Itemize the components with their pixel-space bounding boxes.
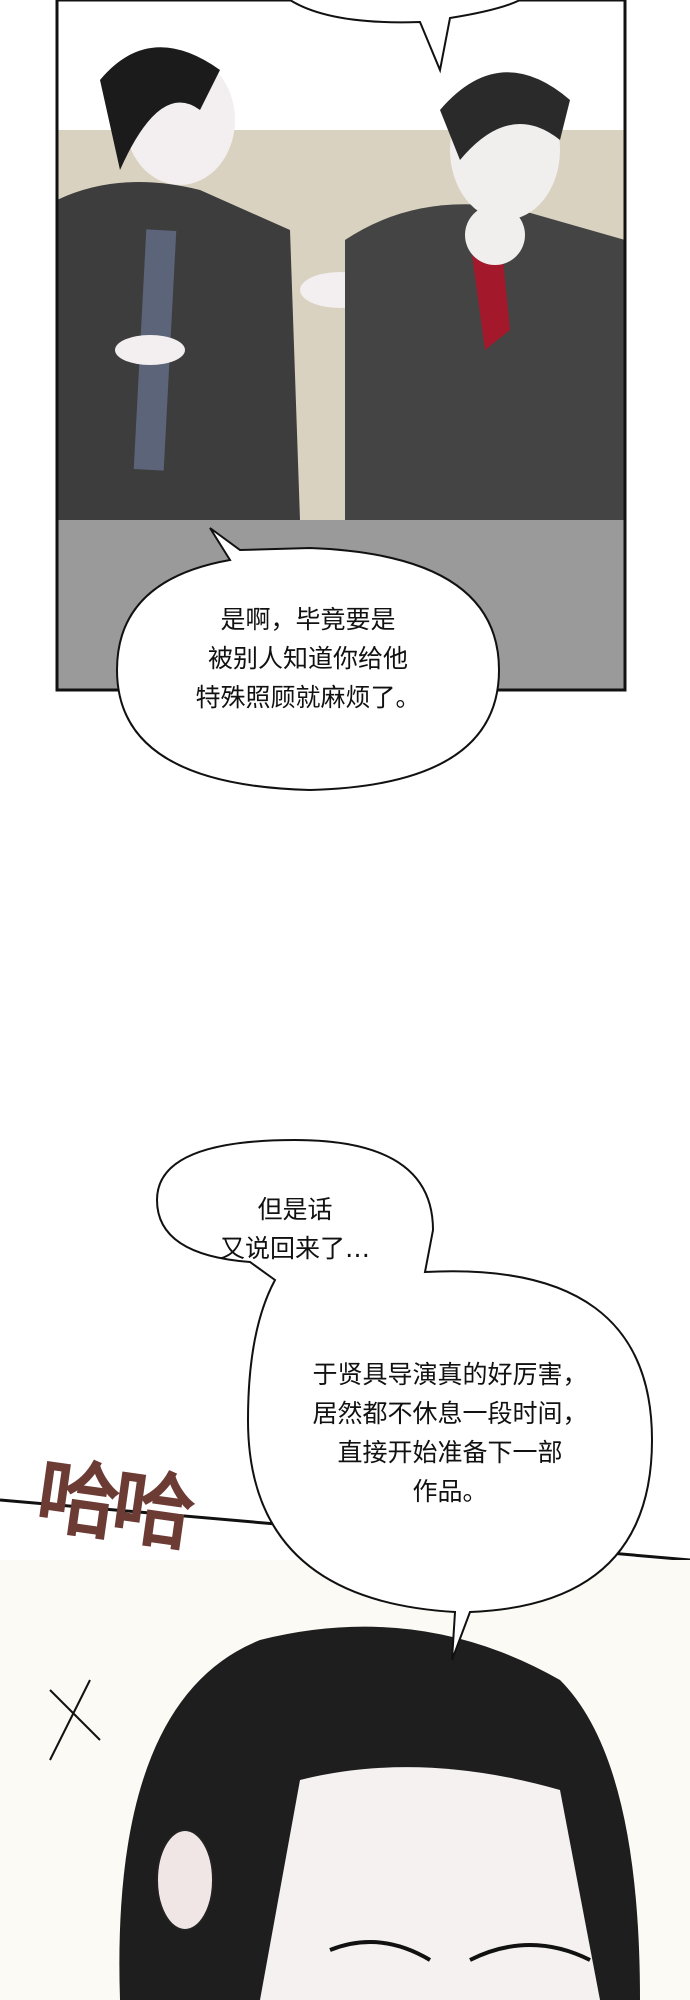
panel-office xyxy=(55,0,627,692)
bubble-line: 又说回来了… xyxy=(219,1234,370,1263)
bubble-1-text: 是啊，毕竟要是 被别人知道你给他 特殊照顾就麻烦了。 xyxy=(117,600,499,717)
bubble-line: 居然都不休息一段时间， xyxy=(312,1399,588,1428)
bubble-line: 是啊，毕竟要是 xyxy=(220,605,396,634)
bubble-line: 特殊照顾就麻烦了。 xyxy=(195,683,421,712)
bubble-line: 但是话 xyxy=(257,1195,333,1224)
bubble-2-small-text: 但是话 又说回来了… xyxy=(157,1190,433,1268)
bubble-line: 作品。 xyxy=(412,1477,488,1506)
speech-bubble-1 xyxy=(115,527,501,792)
laugh-sound-effect: 哈哈 xyxy=(31,1446,195,1564)
speech-bubble-2 xyxy=(155,1138,654,1661)
bubble-line: 直接开始准备下一部 xyxy=(337,1438,563,1467)
bubble-line: 于贤具导演真的好厉害， xyxy=(312,1360,588,1389)
panel-closeup xyxy=(0,1498,690,2000)
bubble-2-large-text: 于贤具导演真的好厉害， 居然都不休息一段时间， 直接开始准备下一部 作品。 xyxy=(260,1355,640,1511)
bubble-line: 被别人知道你给他 xyxy=(207,644,408,673)
